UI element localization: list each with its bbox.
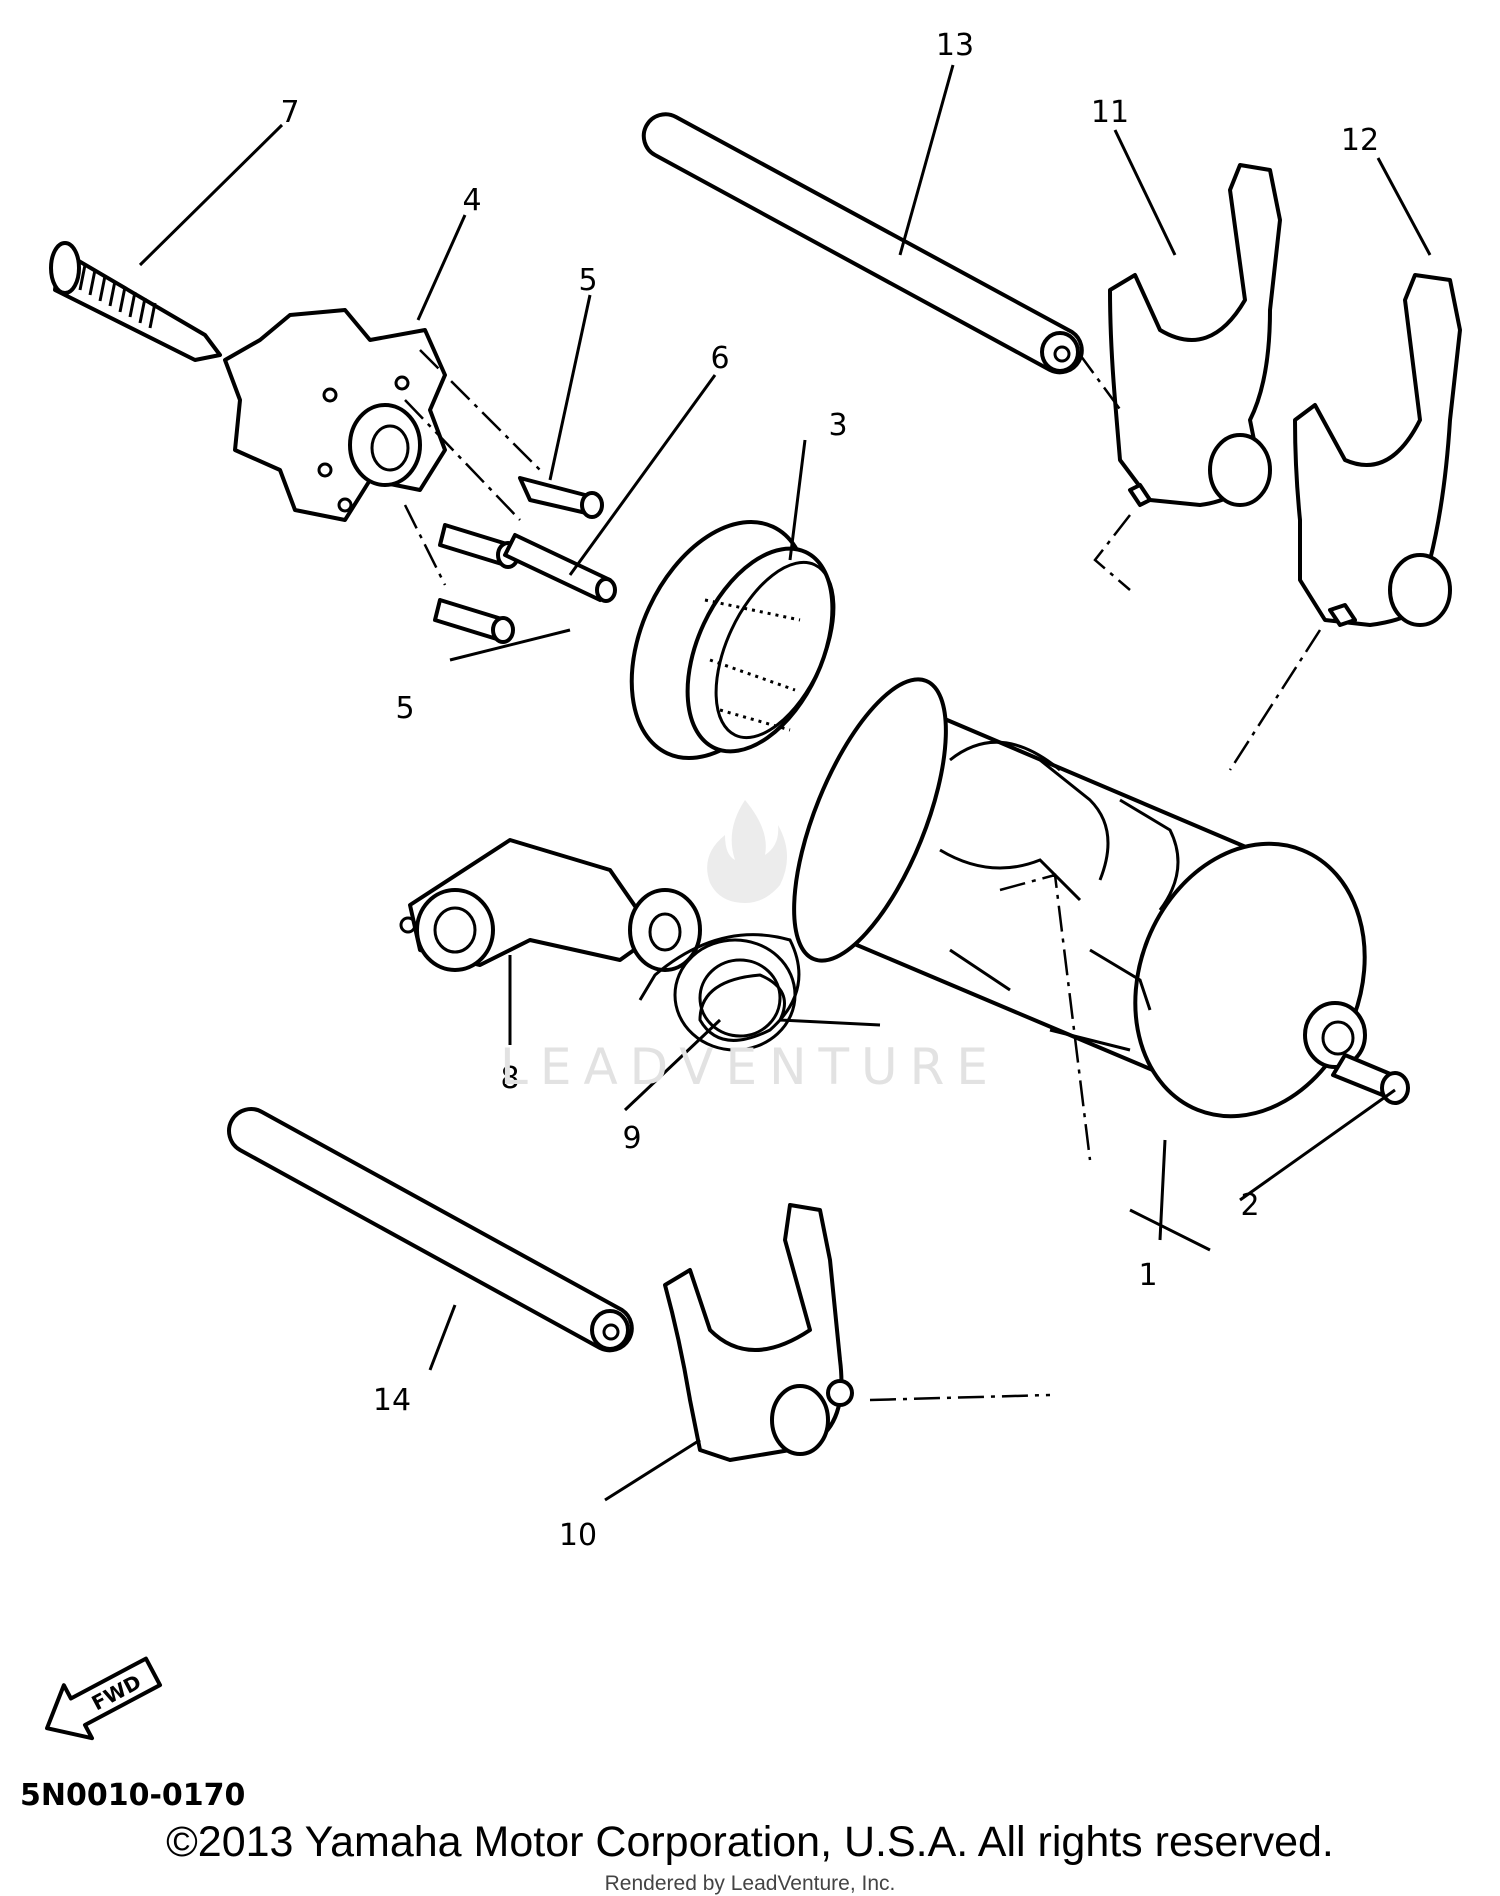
fwd-arrow-icon: FWD	[45, 1656, 163, 1741]
callout-4: 4	[462, 183, 481, 218]
shift-drum-stopper-pin-2[interactable]	[1331, 1053, 1410, 1105]
copyright-notice: ©2013 Yamaha Motor Corporation, U.S.A. A…	[166, 1818, 1334, 1866]
stopper-lever-8[interactable]	[399, 838, 702, 972]
callout-12: 12	[1341, 123, 1379, 158]
shift-fork-12[interactable]	[1293, 273, 1462, 627]
callout-10: 10	[559, 1518, 597, 1553]
dowel-pin-5-upper[interactable]	[518, 476, 604, 519]
callout-5-lower: 5	[395, 691, 414, 726]
leadventure-flame-icon	[707, 800, 788, 903]
assembly-lines	[403, 349, 1322, 1402]
watermark: LEADVENTURE	[500, 1038, 1000, 1096]
long-pin-6[interactable]	[503, 533, 617, 603]
dowel-pin-5-middle[interactable]	[438, 523, 520, 569]
screw-7[interactable]	[49, 241, 222, 362]
diagram-code: 5N0010-0170	[20, 1778, 246, 1813]
torsion-spring-9[interactable]	[638, 933, 881, 1052]
callout-6: 6	[710, 341, 729, 376]
shift-fork-guide-bar-13[interactable]	[641, 112, 1084, 375]
callout-7: 7	[280, 95, 299, 130]
segment-4[interactable]	[223, 308, 447, 522]
callout-9: 9	[622, 1121, 641, 1156]
shift-fork-guide-bar-14[interactable]	[227, 1107, 634, 1353]
callout-8: 8	[500, 1061, 519, 1096]
callout-1: 1	[1138, 1258, 1157, 1293]
callout-13: 13	[936, 28, 974, 63]
callout-2: 2	[1240, 1188, 1259, 1223]
callout-5-upper: 5	[578, 263, 597, 298]
shift-fork-11[interactable]	[1108, 163, 1282, 507]
callout-14: 14	[373, 1383, 411, 1418]
rendered-by-note: Rendered by LeadVenture, Inc.	[604, 1872, 896, 1895]
dowel-pin-5-lower[interactable]	[433, 598, 515, 644]
shift-fork-10[interactable]	[663, 1203, 854, 1462]
callout-11: 11	[1091, 95, 1129, 130]
bearing-3[interactable]	[596, 494, 861, 787]
shift-drum-1[interactable]	[763, 660, 1405, 1151]
leader-lines	[138, 64, 1432, 1502]
callout-labels: 1 2 3 4 5 5 6 7 8 9 10 11 12 13 14	[280, 28, 1379, 1553]
callout-3: 3	[828, 408, 847, 443]
